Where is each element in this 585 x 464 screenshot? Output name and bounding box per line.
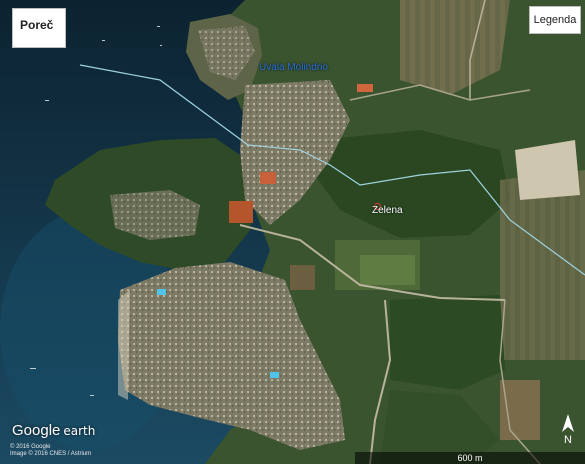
location-pin-icon[interactable] <box>374 203 381 210</box>
imagery-credits: © 2016 Google Image © 2016 CNES / Astriu… <box>10 444 91 458</box>
scale-label: 600 m <box>457 453 483 463</box>
credit-line: Image © 2016 CNES / Astrium <box>10 451 92 457</box>
north-arrow-icon <box>562 414 574 432</box>
place-label-bay: Uvala Molindrio <box>259 62 328 73</box>
brand-earth: earth <box>63 424 96 438</box>
route-line <box>79 64 585 276</box>
south-peninsula <box>118 262 345 450</box>
central-forest <box>315 130 510 238</box>
brand-google: Google <box>12 422 61 439</box>
map-title: Poreč <box>12 8 66 48</box>
north-arrow: N <box>557 412 579 452</box>
place-label-zelena: Zelena <box>372 205 403 216</box>
north-label: N <box>564 434 572 446</box>
scale-bar: 600 m <box>355 452 585 464</box>
town <box>240 80 350 225</box>
legend-button[interactable]: Legenda <box>529 6 581 34</box>
farmland <box>400 0 510 95</box>
credit-line: © 2016 Google <box>10 444 51 450</box>
